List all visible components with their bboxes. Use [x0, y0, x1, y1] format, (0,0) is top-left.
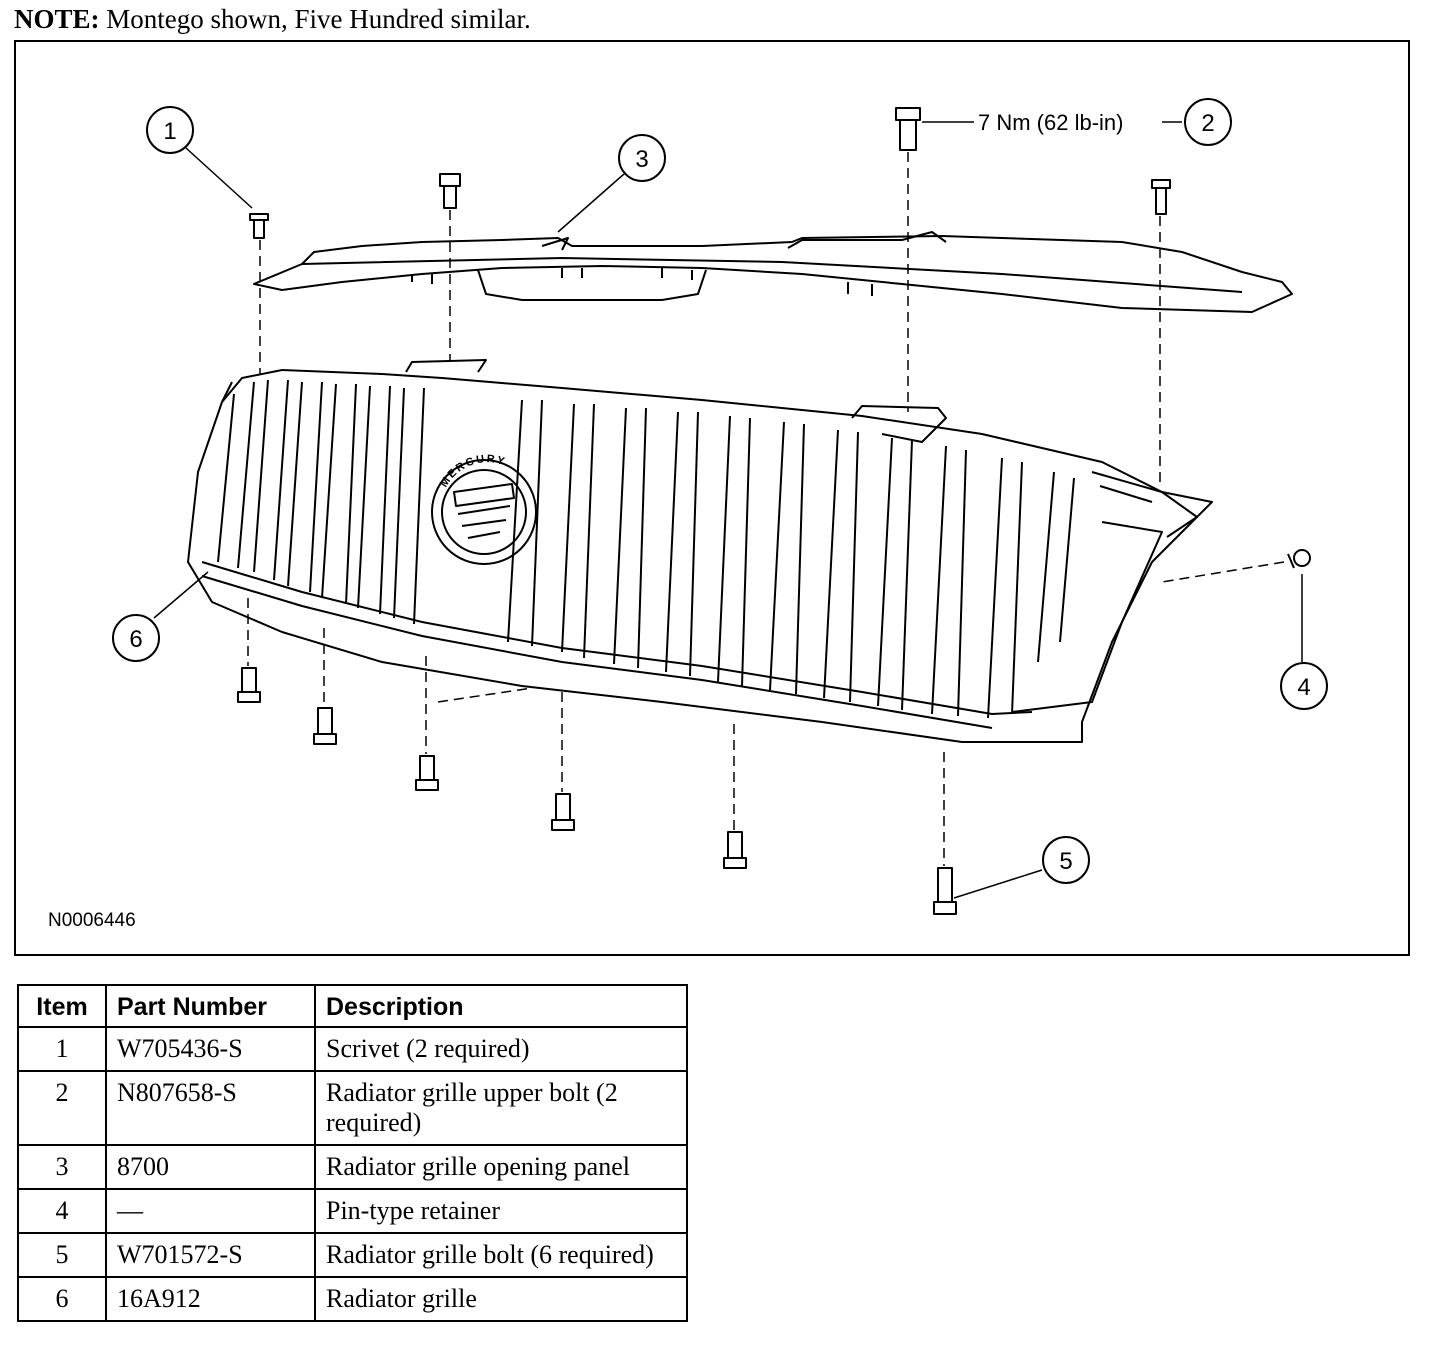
fasteners [237, 107, 1311, 915]
row-item: 2 [17, 1070, 107, 1146]
callout-circles [112, 98, 1328, 884]
grille-opening-panel [253, 231, 1293, 313]
table-row: 6 16A912 Radiator grille [17, 1276, 688, 1322]
row-description: Radiator grille bolt (6 required) [314, 1232, 688, 1278]
grille-bars [217, 379, 1075, 719]
leader-lines [153, 121, 1303, 899]
torque-spec: 7 Nm (62 lb-in) [978, 110, 1123, 135]
table-row: 5 W701572-S Radiator grille bolt (6 requ… [17, 1232, 688, 1278]
row-description: Scrivet (2 required) [314, 1026, 688, 1072]
table-row: 1 W705436-S Scrivet (2 required) [17, 1026, 688, 1072]
fastener-centerlines [247, 152, 1285, 866]
mercury-emblem [431, 459, 537, 565]
exploded-view-diagram: 1 2 3 4 5 6 7 Nm (62 lb-in) N0006446 MER… [48, 98, 1328, 931]
row-part-number: 16A912 [105, 1276, 316, 1322]
row-description: Pin-type retainer [314, 1188, 688, 1234]
header-item: Item [17, 984, 107, 1028]
diagram-frame: 1 2 3 4 5 6 7 Nm (62 lb-in) N0006446 MER… [14, 40, 1410, 956]
note: NOTE: Montego shown, Five Hundred simila… [14, 4, 531, 35]
callout-3: 3 [635, 146, 648, 173]
callout-2: 2 [1201, 110, 1214, 137]
table-header-row: Item Part Number Description [17, 984, 688, 1028]
callout-4: 4 [1297, 674, 1310, 701]
row-item: 4 [17, 1188, 107, 1234]
table-row: 3 8700 Radiator grille opening panel [17, 1144, 688, 1190]
callout-1: 1 [163, 118, 176, 145]
parts-table: Item Part Number Description 1 W705436-S… [17, 984, 688, 1322]
note-text: Montego shown, Five Hundred similar. [106, 4, 531, 34]
header-part-number: Part Number [105, 984, 316, 1028]
row-part-number: N807658-S [105, 1070, 316, 1146]
row-part-number: 8700 [105, 1144, 316, 1190]
row-part-number: — [105, 1188, 316, 1234]
row-part-number: W705436-S [105, 1026, 316, 1072]
row-description: Radiator grille upper bolt (2 required) [314, 1070, 688, 1146]
radiator-grille [187, 359, 1213, 743]
callout-5: 5 [1059, 848, 1072, 875]
row-item: 3 [17, 1144, 107, 1190]
note-label: NOTE: [14, 4, 100, 34]
row-description: Radiator grille [314, 1276, 688, 1322]
row-item: 6 [17, 1276, 107, 1322]
row-description: Radiator grille opening panel [314, 1144, 688, 1190]
table-row: 4 — Pin-type retainer [17, 1188, 688, 1234]
row-item: 5 [17, 1232, 107, 1278]
table-row: 2 N807658-S Radiator grille upper bolt (… [17, 1070, 688, 1146]
row-part-number: W701572-S [105, 1232, 316, 1278]
row-item: 1 [17, 1026, 107, 1072]
callout-6: 6 [129, 626, 142, 653]
header-description: Description [314, 984, 688, 1028]
figure-id: N0006446 [48, 910, 136, 931]
